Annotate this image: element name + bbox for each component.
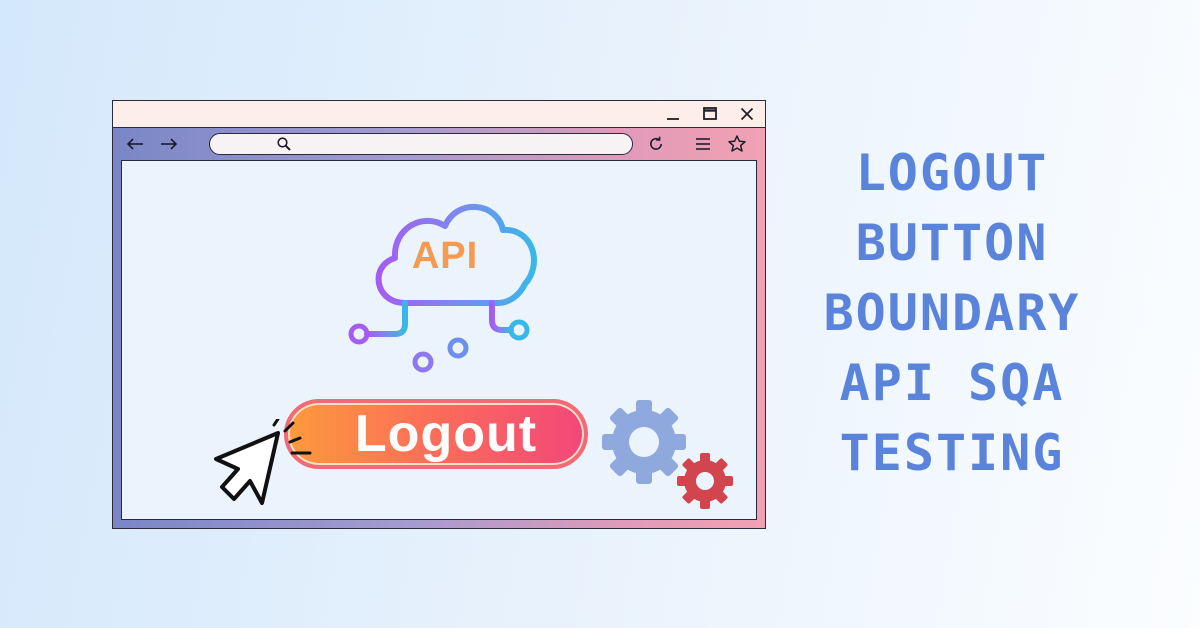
title-bar (113, 101, 765, 128)
search-icon (277, 137, 291, 151)
bookmark-button[interactable] (725, 133, 749, 155)
maximize-icon (703, 107, 717, 120)
pointer-cursor (210, 417, 320, 515)
forward-arrow-icon (161, 138, 178, 150)
back-arrow-icon (126, 138, 143, 150)
api-label: API (411, 235, 479, 277)
logout-button-label: Logout (354, 405, 538, 463)
headline-line-2: BUTTON (855, 214, 1049, 272)
star-icon (728, 135, 746, 152)
minimize-icon (667, 118, 679, 120)
maximize-button[interactable] (698, 103, 722, 125)
headline-line-3: BOUNDARY (823, 284, 1081, 342)
headline-line-5: TESTING (839, 424, 1065, 482)
headline-line-1: LOGOUT (855, 144, 1049, 202)
gear-icon (677, 453, 733, 509)
menu-button[interactable] (691, 133, 715, 155)
forward-button[interactable] (157, 133, 181, 155)
menu-icon (696, 138, 710, 150)
gear-large (600, 398, 688, 490)
pointer-cursor-icon (214, 417, 312, 505)
cloud-network-icon (348, 204, 537, 373)
headline: LOGOUT BUTTON BOUNDARY API SQA TESTING (800, 138, 1104, 488)
browser-window: API Logout (112, 100, 766, 529)
gear-icon (602, 400, 686, 484)
browser-viewport: API Logout (121, 160, 757, 520)
browser-toolbar (113, 128, 765, 160)
close-icon (740, 107, 754, 121)
minimize-button[interactable] (661, 103, 685, 125)
address-bar[interactable] (209, 133, 633, 155)
browser-chrome: API Logout (113, 128, 765, 528)
reload-button[interactable] (644, 133, 668, 155)
headline-line-4: API SQA (839, 354, 1065, 412)
reload-icon (650, 136, 662, 150)
gear-small (675, 451, 735, 515)
close-button[interactable] (735, 103, 759, 125)
back-button[interactable] (123, 133, 147, 155)
cloud-network-illustration: API (347, 188, 547, 378)
logout-button[interactable]: Logout (284, 399, 588, 469)
